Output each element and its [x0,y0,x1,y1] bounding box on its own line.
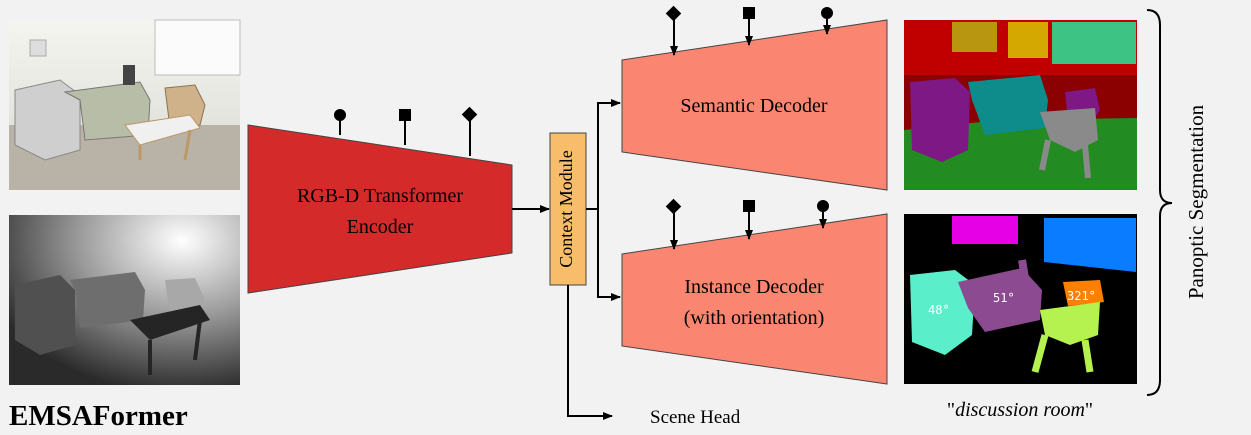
panoptic-brace [1146,9,1173,396]
diamond-marker-icon [461,106,478,123]
encoder-label-line1: RGB-D Transformer [297,185,463,207]
scene-class-label: "discussion room" [947,399,1093,421]
square-marker-icon [399,109,411,121]
semantic-skip-inputs [665,5,833,56]
semantic-decoder-label: Semantic Decoder [680,95,827,117]
depth-image [9,215,240,385]
instance-decoder-label-line2: (with orientation) [684,307,825,329]
scene-head-label: Scene Head [650,407,741,428]
orientation-label-3: 321° [1067,289,1096,303]
orientation-label-2: 51° [993,291,1015,305]
instance-decoder-label-line1: Instance Decoder [684,276,824,298]
context-module-label: Context Module [556,150,576,268]
circle-marker-icon [334,109,346,121]
scene-class-value: discussion room [955,399,1085,421]
panoptic-segmentation-label: Panoptic Segmentation [1184,104,1208,299]
instance-segmentation-image: 48° 51° 321° [904,214,1137,384]
semantic-segmentation-image [904,20,1137,190]
encoder-skip-connectors [334,106,478,156]
rgb-image [9,19,241,190]
square-marker-icon [743,7,755,19]
method-title: EMSAFormer [9,400,188,432]
encoder-block [247,124,513,294]
semantic-decoder-block [621,19,888,191]
square-marker-icon [743,200,755,212]
circle-marker-icon [821,7,833,19]
encoder-label-line2: Encoder [347,216,414,238]
orientation-label-1: 48° [928,303,950,317]
instance-skip-inputs [665,198,829,250]
instance-decoder-block [621,213,888,385]
diamond-marker-icon [665,198,682,215]
context-to-decoder-arrows [586,99,621,301]
scene-head-arrow [567,285,613,420]
circle-marker-icon [817,200,829,212]
diamond-marker-icon [665,5,682,22]
